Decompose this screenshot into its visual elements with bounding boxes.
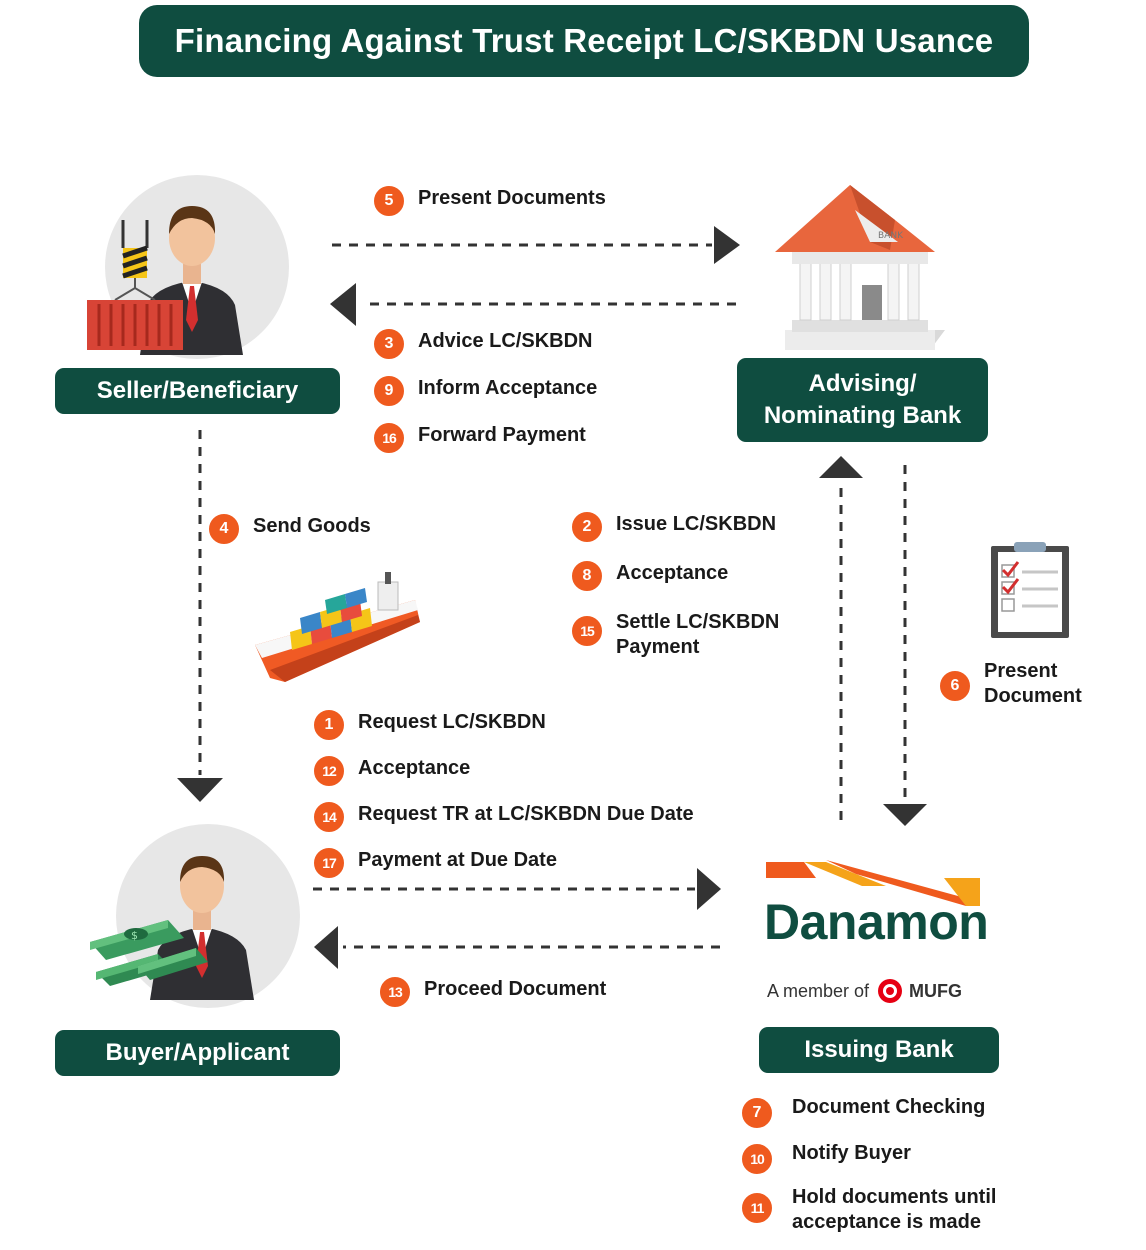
step-14: 14 Request TR at LC/SKBDN Due Date [314, 802, 694, 832]
businessman-with-money-icon: $ [90, 856, 254, 1000]
step-badge: 12 [314, 756, 344, 786]
step-10: 10 Notify Buyer [742, 1141, 911, 1174]
step-label-line1: Hold documents until [792, 1186, 997, 1208]
step-label: Hold documents until acceptance is made [792, 1185, 996, 1235]
step-badge: 3 [374, 329, 404, 359]
step-badge: 15 [572, 616, 602, 646]
step-9: 9 Inform Acceptance [374, 376, 597, 406]
step-label: Send Goods [253, 515, 371, 537]
step-badge: 6 [940, 671, 970, 701]
step-badge: 5 [374, 186, 404, 216]
step-7: 7 Document Checking [742, 1095, 985, 1128]
step-6: 6 Present Document [940, 659, 1082, 709]
step-2: 2 Issue LC/SKBDN [572, 512, 776, 542]
bank-building-icon: BANK [775, 185, 945, 350]
advising-bank-line2: Nominating Bank [763, 402, 962, 429]
danamon-logo-text: Danamon [764, 894, 989, 950]
step-label: Inform Acceptance [418, 377, 598, 399]
step-label: Proceed Document [424, 978, 607, 1000]
step-label: Forward Payment [418, 424, 586, 446]
step-badge: 17 [314, 848, 344, 878]
step-label: Settle LC/SKBDN Payment [616, 610, 779, 660]
step-5: 5 Present Documents [374, 186, 606, 216]
step-label-line1: Settle LC/SKBDN [616, 611, 780, 633]
step-badge: 8 [572, 561, 602, 591]
step-1: 1 Request LC/SKBDN [314, 710, 546, 740]
step-3: 3 Advice LC/SKBDN [374, 329, 592, 359]
mufg-logo-icon [878, 979, 903, 1003]
danamon-logo-stripes-icon [766, 860, 980, 906]
diagram-title: Financing Against Trust Receipt LC/SKBDN… [139, 5, 1029, 77]
step-label: Issue LC/SKBDN [616, 513, 777, 535]
step-badge: 2 [572, 512, 602, 542]
step-label-line2: Payment [616, 636, 700, 658]
seller-beneficiary-label: Seller/Beneficiary [55, 368, 340, 414]
step-label: Acceptance [358, 757, 471, 779]
step-4: 4 Send Goods [209, 514, 371, 544]
step-label: Advice LC/SKBDN [418, 330, 593, 352]
step-label: Present Documents [418, 187, 606, 209]
step-badge: 16 [374, 423, 404, 453]
step-16: 16 Forward Payment [374, 423, 586, 453]
step-8: 8 Acceptance [572, 561, 728, 591]
step-11: 11 Hold documents until acceptance is ma… [742, 1185, 996, 1235]
step-13: 13 Proceed Document [380, 977, 606, 1007]
step-badge: 11 [742, 1193, 772, 1223]
advising-bank-line1: Advising/ [808, 370, 917, 397]
step-label-line2: acceptance is made [792, 1211, 981, 1233]
advising-nominating-bank-label: Advising/ Nominating Bank [737, 358, 988, 442]
step-badge: 10 [742, 1144, 772, 1174]
step-label: Request TR at LC/SKBDN Due Date [358, 803, 694, 825]
clipboard-checklist-icon [991, 542, 1069, 638]
step-label: Present Document [984, 659, 1082, 709]
issuing-bank-label: Issuing Bank [759, 1027, 999, 1073]
step-badge: 9 [374, 376, 404, 406]
step-label: Notify Buyer [792, 1142, 911, 1164]
svg-text:BANK: BANK [878, 231, 904, 241]
step-badge: 1 [314, 710, 344, 740]
step-15: 15 Settle LC/SKBDN Payment [572, 610, 779, 660]
step-badge: 14 [314, 802, 344, 832]
step-badge: 7 [742, 1098, 772, 1128]
mufg-text: MUFG [909, 980, 963, 1001]
svg-text:$: $ [131, 929, 138, 942]
mufg-membership: A member of MUFG [767, 978, 962, 1004]
step-label-line2: Document [984, 685, 1082, 707]
step-label: Request LC/SKBDN [358, 711, 546, 733]
step-17: 17 Payment at Due Date [314, 848, 557, 878]
buyer-applicant-label: Buyer/Applicant [55, 1030, 340, 1076]
step-12: 12 Acceptance [314, 756, 470, 786]
member-prefix: A member of [767, 980, 870, 1001]
cargo-ship-icon [255, 572, 420, 682]
step-label-line1: Present [984, 660, 1058, 682]
step-label: Document Checking [792, 1096, 986, 1118]
step-label: Acceptance [616, 562, 729, 584]
step-badge: 13 [380, 977, 410, 1007]
businessman-with-container-icon [87, 206, 243, 355]
step-label: Payment at Due Date [358, 849, 557, 871]
step-badge: 4 [209, 514, 239, 544]
